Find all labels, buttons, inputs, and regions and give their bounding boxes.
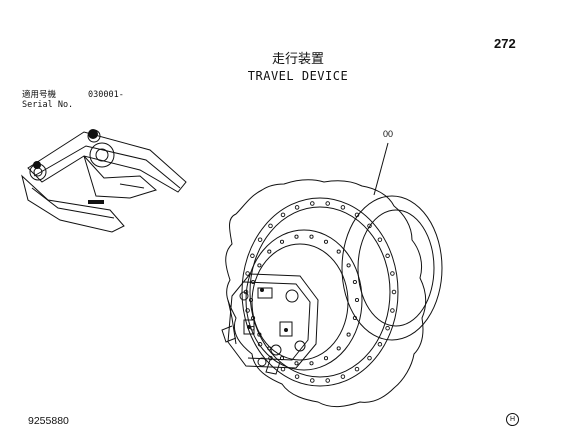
bolt-hole bbox=[309, 361, 314, 366]
bolt-hole bbox=[250, 253, 255, 259]
title-japanese: 走行装置 bbox=[271, 52, 324, 67]
part-code: 9255880 bbox=[28, 415, 69, 427]
bolt-hole bbox=[245, 271, 250, 276]
serial-value: 030001- bbox=[88, 90, 124, 100]
bolt-hole bbox=[340, 374, 346, 379]
bolt-hole bbox=[257, 237, 263, 242]
bolt-hole bbox=[294, 374, 300, 379]
bolt-hole bbox=[323, 239, 329, 244]
bolt-hole bbox=[257, 263, 262, 268]
bolt-hole bbox=[385, 253, 390, 259]
title-english: TRAVEL DEVICE bbox=[247, 69, 349, 83]
page-number: 272 bbox=[494, 36, 516, 51]
bolt-hole bbox=[248, 297, 254, 303]
bolt-hole bbox=[243, 289, 249, 295]
bolt-hole bbox=[279, 239, 285, 244]
bolt-holes bbox=[243, 201, 397, 383]
serial-label-english: Serial No. bbox=[22, 100, 74, 110]
bolt-hole bbox=[309, 234, 314, 239]
bolt-hole bbox=[367, 355, 372, 361]
bolt-hole bbox=[268, 355, 273, 361]
bolt-hole bbox=[257, 332, 262, 337]
bolt-hole bbox=[280, 366, 286, 372]
serial-label-japanese: 適用号機 bbox=[22, 90, 57, 100]
bolt-hole bbox=[390, 271, 395, 276]
bolt-hole bbox=[390, 308, 395, 313]
bolt-hole bbox=[325, 201, 330, 206]
bolt-hole bbox=[294, 205, 300, 210]
bolt-hole bbox=[279, 356, 285, 361]
bolt-hole bbox=[354, 366, 360, 372]
bolt-hole bbox=[352, 279, 357, 285]
callout-label: 00 bbox=[383, 129, 394, 139]
bolt-hole bbox=[251, 279, 256, 285]
title-block: 走行装置 TRAVEL DEVICE bbox=[218, 52, 378, 84]
bolt-hole bbox=[267, 249, 272, 254]
brand-logo-icon: H bbox=[506, 413, 519, 426]
bolt-hole bbox=[310, 378, 315, 383]
bolt-hole bbox=[325, 378, 330, 383]
bolt-hole bbox=[294, 234, 299, 239]
bolt-hole bbox=[354, 212, 360, 218]
bolt-hole bbox=[346, 332, 351, 337]
bolt-hole bbox=[391, 289, 397, 295]
bolt-hole bbox=[352, 315, 357, 321]
bolt-hole bbox=[268, 223, 273, 229]
bolt-hole bbox=[377, 342, 383, 347]
bolt-hole bbox=[267, 346, 272, 351]
bolt-hole bbox=[280, 212, 286, 218]
bolt-hole bbox=[257, 342, 263, 347]
bolt-hole bbox=[340, 205, 346, 210]
bolt-hole bbox=[354, 297, 360, 303]
bolt-hole bbox=[377, 237, 383, 242]
bolt-hole bbox=[245, 308, 250, 313]
serial-applicability: 適用号機 030001- Serial No. bbox=[22, 90, 124, 110]
bolt-hole bbox=[294, 361, 299, 366]
bolt-hole bbox=[336, 346, 341, 351]
bolt-hole bbox=[346, 263, 351, 268]
bolt-hole bbox=[310, 201, 315, 206]
bolt-hole bbox=[385, 325, 390, 331]
bolt-hole bbox=[323, 356, 329, 361]
bolt-hole bbox=[251, 315, 256, 321]
bolt-hole bbox=[336, 249, 341, 254]
bolt-hole bbox=[367, 223, 372, 229]
